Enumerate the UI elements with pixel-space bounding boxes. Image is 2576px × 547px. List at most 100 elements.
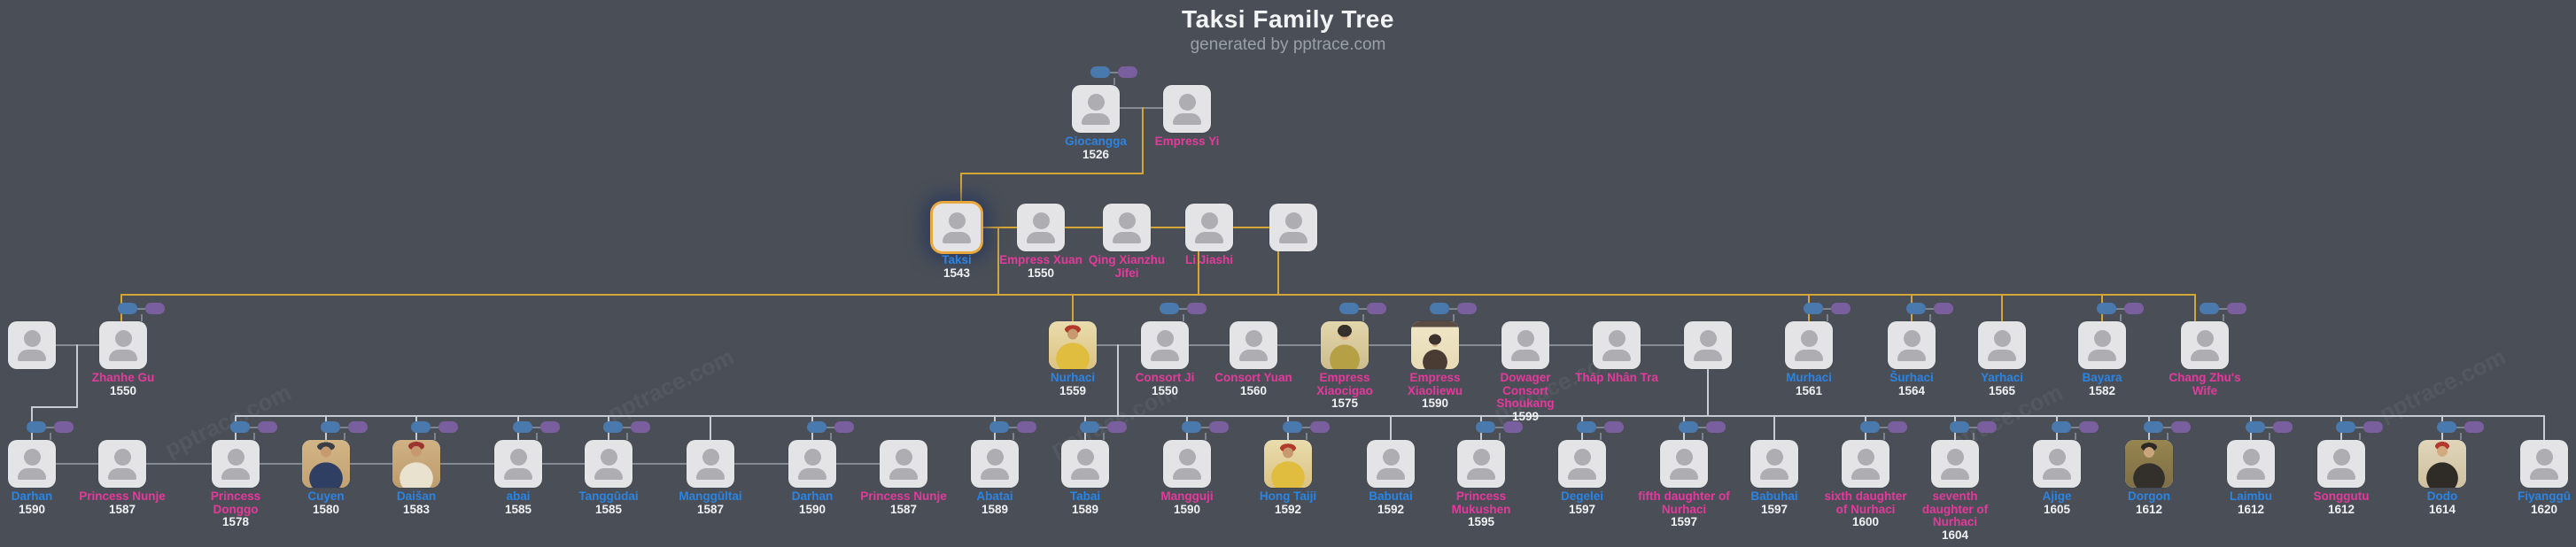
person-card[interactable]	[1269, 204, 1317, 251]
person-card[interactable]	[1660, 440, 1708, 488]
person-card[interactable]	[1501, 321, 1549, 369]
person-card[interactable]	[1264, 440, 1312, 488]
pill-badge-purple[interactable]	[145, 303, 165, 314]
person-card[interactable]	[1061, 440, 1109, 488]
person-card[interactable]	[1230, 321, 1277, 369]
person-card[interactable]	[8, 321, 56, 369]
pill-badge-blue[interactable]	[1182, 421, 1201, 433]
pill-badge-blue[interactable]	[2437, 421, 2456, 433]
person-card[interactable]	[8, 440, 56, 488]
person-card[interactable]	[212, 440, 260, 488]
pill-badge-blue[interactable]	[1906, 303, 1926, 314]
pill-badge-purple[interactable]	[1831, 303, 1851, 314]
pill-badge-blue[interactable]	[1160, 303, 1179, 314]
pill-badge-blue[interactable]	[2052, 421, 2071, 433]
person-card[interactable]	[788, 440, 836, 488]
pill-badge-purple[interactable]	[54, 421, 74, 433]
pill-badge-purple[interactable]	[834, 421, 854, 433]
pill-badge-purple[interactable]	[1118, 66, 1137, 78]
person-card[interactable]	[494, 440, 542, 488]
person-card[interactable]	[1888, 321, 1936, 369]
pill-badge-purple[interactable]	[438, 421, 458, 433]
pill-badge-blue[interactable]	[411, 421, 431, 433]
pill-badge-blue[interactable]	[118, 303, 137, 314]
person-card[interactable]	[2078, 321, 2126, 369]
pill-badge-blue[interactable]	[1804, 303, 1823, 314]
pill-badge-blue[interactable]	[27, 421, 46, 433]
pill-badge-purple[interactable]	[2464, 421, 2484, 433]
person-card[interactable]	[1103, 204, 1151, 251]
pill-badge-purple[interactable]	[1310, 421, 1330, 433]
pill-badge-blue[interactable]	[2144, 421, 2163, 433]
pill-badge-purple[interactable]	[1934, 303, 1953, 314]
person-card[interactable]	[1785, 321, 1833, 369]
pill-badge-purple[interactable]	[1017, 421, 1036, 433]
pill-badge-blue[interactable]	[1090, 66, 1110, 78]
pill-badge-purple[interactable]	[540, 421, 560, 433]
person-card[interactable]	[1163, 85, 1211, 133]
person-card[interactable]	[2520, 440, 2568, 488]
pill-badge-blue[interactable]	[321, 421, 340, 433]
pill-badge-purple[interactable]	[348, 421, 368, 433]
person-card[interactable]	[1411, 321, 1459, 369]
pill-badge-blue[interactable]	[603, 421, 623, 433]
person-card[interactable]	[880, 440, 927, 488]
person-card[interactable]	[1684, 321, 1732, 369]
pill-badge-purple[interactable]	[2079, 421, 2099, 433]
person-card[interactable]	[1072, 85, 1120, 133]
person-card[interactable]	[1017, 204, 1065, 251]
person-card[interactable]	[1457, 440, 1505, 488]
person-card[interactable]	[585, 440, 632, 488]
pill-badge-purple[interactable]	[1107, 421, 1127, 433]
pill-badge-blue[interactable]	[1080, 421, 1099, 433]
person-card[interactable]	[1049, 321, 1097, 369]
person-card[interactable]	[1163, 440, 1211, 488]
person-card[interactable]	[971, 440, 1019, 488]
person-card[interactable]	[2227, 440, 2275, 488]
pill-badge-blue[interactable]	[1860, 421, 1880, 433]
person-card[interactable]	[2317, 440, 2365, 488]
person-card[interactable]	[1931, 440, 1979, 488]
pill-badge-purple[interactable]	[1977, 421, 1997, 433]
pill-badge-purple[interactable]	[2227, 303, 2246, 314]
pill-badge-purple[interactable]	[2124, 303, 2144, 314]
person-card[interactable]	[1185, 204, 1233, 251]
pill-badge-blue[interactable]	[1430, 303, 1449, 314]
person-card[interactable]	[1750, 440, 1798, 488]
pill-badge-blue[interactable]	[2097, 303, 2116, 314]
pill-badge-purple[interactable]	[1457, 303, 1477, 314]
person-card[interactable]	[99, 321, 147, 369]
person-card[interactable]	[392, 440, 440, 488]
pill-badge-blue[interactable]	[230, 421, 250, 433]
pill-badge-blue[interactable]	[1283, 421, 1302, 433]
person-card[interactable]	[1141, 321, 1189, 369]
person-card[interactable]	[1978, 321, 2026, 369]
person-card[interactable]	[1558, 440, 1606, 488]
pill-badge-blue[interactable]	[1476, 421, 1495, 433]
pill-badge-purple[interactable]	[2273, 421, 2293, 433]
pill-badge-blue[interactable]	[807, 421, 826, 433]
pill-badge-blue[interactable]	[1339, 303, 1359, 314]
pill-badge-blue[interactable]	[1577, 421, 1596, 433]
pill-badge-blue[interactable]	[2200, 303, 2219, 314]
person-card[interactable]	[302, 440, 350, 488]
pill-badge-blue[interactable]	[1679, 421, 1698, 433]
person-card[interactable]	[1321, 321, 1369, 369]
pill-badge-purple[interactable]	[1187, 303, 1207, 314]
pill-badge-purple[interactable]	[1503, 421, 1523, 433]
pill-badge-blue[interactable]	[1950, 421, 1969, 433]
person-card[interactable]	[687, 440, 734, 488]
pill-badge-purple[interactable]	[631, 421, 650, 433]
person-card[interactable]	[2181, 321, 2229, 369]
pill-badge-blue[interactable]	[513, 421, 532, 433]
pill-badge-purple[interactable]	[2171, 421, 2191, 433]
person-card[interactable]	[1593, 321, 1641, 369]
person-card[interactable]	[1842, 440, 1889, 488]
pill-badge-purple[interactable]	[2363, 421, 2383, 433]
pill-badge-purple[interactable]	[1706, 421, 1726, 433]
person-card[interactable]	[98, 440, 146, 488]
pill-badge-purple[interactable]	[1367, 303, 1386, 314]
pill-badge-purple[interactable]	[258, 421, 277, 433]
pill-badge-blue[interactable]	[2336, 421, 2355, 433]
pill-badge-blue[interactable]	[2246, 421, 2265, 433]
